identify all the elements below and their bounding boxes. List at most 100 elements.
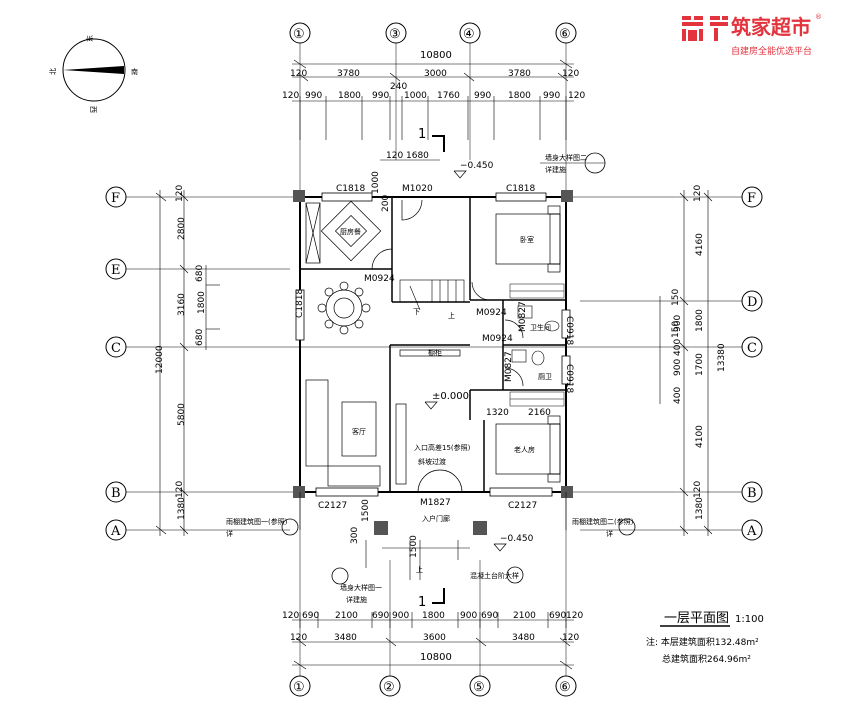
logo-name: 筑家超市 [731, 15, 811, 39]
detail-right-b: 详 [606, 529, 613, 538]
win-c0918-a: C0918 [564, 316, 574, 345]
axis-top-1: ① [293, 27, 305, 42]
win-c2127-b: C2127 [508, 501, 537, 511]
dim-right-small-1: 900 [673, 315, 683, 332]
dim-left-small-0: 680 [195, 265, 205, 282]
dim-bot-r2-2: 3600 [423, 633, 446, 643]
dim-left-3: 5800 [177, 403, 187, 426]
dim-right-4: 1380 [695, 497, 705, 520]
axis-left-e: E [111, 263, 121, 278]
section-arrow-top [432, 135, 445, 152]
level-marker-bot-icon [493, 543, 507, 552]
doors [371, 199, 524, 493]
columns [293, 190, 573, 535]
room-living: 客厅 [352, 427, 366, 436]
dim-right-outer: 13380 [717, 343, 727, 372]
entrance-note: 入口高差15(参照) [414, 443, 471, 452]
stairs-up: 上 [448, 311, 455, 320]
dim-right-3: 4100 [695, 425, 705, 448]
dim-top-r3-1: 990 [305, 91, 322, 101]
axis-right-f: F [747, 191, 756, 206]
axis-bottom-2: ② [383, 680, 395, 695]
compass-north: 北 [49, 68, 57, 75]
dim-top-r3-7: 990 [474, 91, 491, 101]
section-arrow-bottom [432, 588, 445, 604]
drawing-scale: 1:100 [735, 614, 764, 625]
win-c1818-b: C1818 [506, 184, 535, 194]
room-bath: 卫生间 [530, 323, 551, 332]
dim-right-small-5: 1700 [695, 353, 705, 376]
porch-lines [299, 492, 567, 580]
level-marker-top-icon [453, 170, 467, 179]
detail-stairs: 混凝土台阶大样 [470, 571, 519, 580]
dim-right-1: 4160 [695, 233, 705, 256]
dim-right-small-3: 150 [671, 321, 681, 338]
section-mark-bottom: 1 [418, 595, 426, 610]
axis-bottom-1: ① [293, 680, 305, 695]
dim-top-r2-4: 120 [562, 69, 579, 79]
dim-top-r3-5: 1000 [404, 91, 427, 101]
axis-right-b: B [747, 486, 757, 501]
axis-left-f: F [111, 191, 120, 206]
compass-south: 南 [131, 67, 138, 76]
axis-left-c: C [111, 341, 121, 356]
door-m0924-c: M0924 [482, 334, 513, 344]
dim-left-2: 3160 [177, 293, 187, 316]
staircase-icon [399, 279, 465, 311]
area-note-1: 注: 本层建筑面积132.48m² [646, 636, 759, 648]
detail-2-bubble-icon [331, 567, 349, 585]
dim-right-small-6: 400 [673, 387, 683, 404]
drawing-title: 一层平面图 [664, 611, 729, 626]
registered-mark: ® [815, 13, 822, 21]
dim-bot-r1-9: 690 [549, 611, 566, 621]
win-c0918-b: C0918 [564, 364, 574, 393]
axis-left-a: A [110, 524, 121, 539]
dim-1320: 1320 [486, 408, 509, 418]
dim-left-0: 120 [175, 185, 185, 202]
dim-bot-r1-2: 2100 [335, 611, 358, 621]
dim-bot-r1-4: 900 [392, 611, 409, 621]
bath-fixtures [511, 305, 560, 366]
dim-top-r2-3: 3780 [508, 69, 531, 79]
dim-mid-1680: 1680 [406, 151, 429, 161]
dim-top-r2-0: 120 [290, 69, 307, 79]
dim-right-small-4: 900 [673, 359, 683, 376]
axis-top-3: ③ [389, 27, 401, 42]
dim-300-a: 300 [350, 527, 360, 544]
axis-top-6: ⑥ [559, 27, 571, 42]
dim-left-1: 2800 [177, 217, 187, 240]
axis-bottom-5: ⑤ [473, 680, 485, 695]
dim-1500-b: 1500 [409, 535, 419, 558]
dim-top-total: 10800 [420, 50, 452, 61]
win-c1818-a: C1818 [336, 184, 365, 194]
axis-right-a: A [746, 524, 757, 539]
detail-1-sub: 详建施 [545, 165, 566, 174]
dim-bot-r1-8: 2100 [513, 611, 536, 621]
level-bot: −0.450 [500, 534, 534, 544]
detail-1-label: 墙身大样图二 [545, 153, 587, 162]
win-c2127-a: C2127 [318, 501, 347, 511]
dim-right-2: 1800 [695, 309, 705, 332]
dining-table-icon [317, 281, 371, 335]
dim-bot-r1-5: 1800 [422, 611, 445, 621]
dim-left-5: 120 [175, 481, 185, 498]
detail-left-bubble-icon [281, 518, 299, 536]
axis-right-c: C [747, 341, 757, 356]
dim-top-r3-0: 120 [282, 91, 299, 101]
axis-top-4: ④ [463, 27, 475, 42]
dim-bot-r1-6: 900 [460, 611, 477, 621]
door-m0827-a: M0827 [518, 301, 528, 332]
door-m0827-b: M0827 [504, 351, 514, 382]
axis-right-d: D [747, 295, 757, 310]
dim-left-outer: 12000 [155, 345, 165, 374]
dim-bot-total: 10800 [420, 652, 452, 663]
dim-right-small-2: 400 [673, 339, 683, 356]
sofa-set-icon [305, 349, 461, 487]
title-block: 一层平面图 1:100 注: 本层建筑面积132.48m² 总建筑面积264.9… [646, 611, 764, 665]
interior-walls [300, 197, 566, 492]
dim-bot-r1-10: 120 [566, 611, 583, 621]
room-kitchen: 厨房餐 [340, 227, 361, 236]
room-elder: 老人房 [514, 445, 535, 454]
dim-top-r3-3: 990 [372, 91, 389, 101]
